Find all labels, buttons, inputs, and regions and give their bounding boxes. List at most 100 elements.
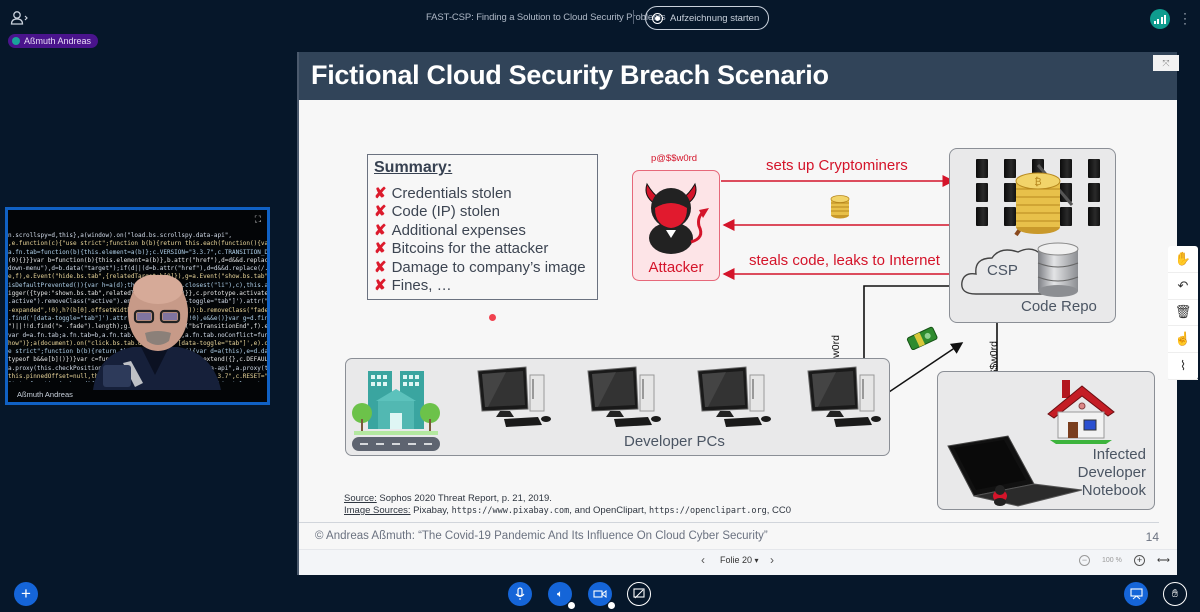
summary-item: ✘Fines, … — [374, 277, 452, 295]
house-icon — [1047, 380, 1115, 444]
attacker-label: Attacker — [648, 259, 704, 276]
csp-label: CSP — [987, 262, 1018, 279]
laptop-icon — [947, 435, 1083, 507]
multi-user-tool-button[interactable]: ☝ — [1168, 326, 1198, 354]
infected-notebook-label: Infected Developer Notebook — [1077, 446, 1146, 499]
summary-list: ✘Credentials stolen✘Code (IP) stolen✘Add… — [374, 185, 591, 295]
database-icon — [1037, 242, 1079, 297]
slide-page-number: 14 — [1145, 530, 1159, 544]
camera-button[interactable] — [588, 582, 616, 610]
user-list-toggle[interactable] — [10, 10, 34, 30]
speaker-icon: 🔈︎ — [557, 588, 563, 600]
desktop-pc-icon — [586, 365, 666, 429]
server-icon — [1088, 183, 1100, 202]
attacker-box: Attacker — [632, 170, 720, 281]
raise-hand-icon: ✋︎ — [1171, 587, 1179, 600]
presentation-slide: Fictional Cloud Security Breach Scenario… — [297, 52, 1179, 575]
expand-icon[interactable]: ⛶ — [254, 214, 261, 224]
raise-hand-button[interactable]: ✋︎ — [1163, 582, 1187, 606]
code-line: a.fn.tab=function(b){this.element=a(b)};… — [8, 248, 268, 256]
slide-fullscreen-button[interactable]: ⤧ — [1153, 55, 1179, 71]
server-icon — [1088, 159, 1100, 178]
whiteboard-tool-button[interactable]: ⌇ — [1168, 353, 1198, 380]
zoom-in-icon[interactable]: + — [1134, 555, 1145, 566]
server-icon — [976, 183, 988, 202]
undo-tool-button[interactable]: ↶ — [1168, 273, 1198, 300]
server-icon — [976, 207, 988, 226]
audio-button[interactable]: 🔈︎ — [548, 582, 576, 610]
webcam-user-name: Aßmuth Andreas — [17, 390, 73, 399]
cross-mark-icon: ✘ — [374, 221, 387, 239]
video-camera-icon — [593, 590, 607, 598]
copyright-footer: © Andreas Aßmuth: “The Covid-19 Pandemic… — [315, 530, 768, 542]
plus-icon: + — [21, 584, 31, 603]
cross-mark-icon: ✘ — [374, 277, 387, 295]
annotation-toolbar: ✋↶ 🗑 ☝ ⌇ — [1168, 246, 1198, 380]
more-options-button[interactable]: ··· — [1182, 7, 1188, 29]
server-icon — [1004, 183, 1016, 202]
fit-width-icon[interactable]: ⟷ — [1157, 555, 1170, 565]
presentation-button[interactable] — [1124, 582, 1148, 606]
summary-item: ✘Code (IP) stolen — [374, 203, 500, 221]
summary-item: ✘Bitcoins for the attacker — [374, 240, 549, 258]
presenter-video-person — [93, 275, 221, 390]
pointer-hand-icon: ☝ — [1174, 331, 1192, 347]
desktop-pc-icon — [806, 365, 886, 429]
office-building-icon — [352, 371, 440, 451]
chevron-down-icon: ▾ — [754, 556, 759, 565]
trash-icon: 🗑 — [1174, 304, 1192, 320]
attacker-password-tag: p@$$w0rd — [651, 153, 698, 164]
zoom-out-icon[interactable]: − — [1079, 555, 1090, 566]
coin-stack-icon — [830, 195, 850, 219]
svg-text:₿: ₿ — [1034, 176, 1041, 188]
user-list-icon — [10, 11, 28, 25]
footer-divider — [299, 522, 1159, 523]
code-repo-label: Code Repo — [1021, 298, 1097, 315]
summary-item: ✘Additional expenses — [374, 221, 526, 239]
audio-options-badge[interactable] — [567, 601, 576, 610]
screen-share-button[interactable] — [627, 582, 651, 606]
zoom-level: 100 % — [1102, 557, 1122, 564]
developer-pcs-label: Developer PCs — [624, 433, 725, 450]
source-citation: Source: Sophos 2020 Threat Report, p. 21… — [344, 493, 792, 516]
openclipart-link[interactable]: https://openclipart.org — [649, 506, 767, 516]
desktop-pc-icon — [476, 365, 556, 429]
clear-tool-button[interactable]: 🗑 — [1168, 300, 1198, 327]
steal-code-label: steals code, leaks to Internet — [749, 252, 940, 269]
money-bundle-icon — [906, 326, 938, 350]
pixabay-link[interactable]: https://www.pixabay.com — [451, 506, 570, 516]
actions-button[interactable]: + — [14, 582, 38, 606]
mute-button[interactable] — [508, 582, 532, 606]
presenter-chip[interactable]: Aßmuth Andreas — [8, 34, 99, 48]
cross-mark-icon: ✘ — [374, 185, 387, 202]
summary-item: ✘Damage to company’s image — [374, 258, 586, 276]
chart-line-icon: ⌇ — [1179, 358, 1187, 374]
connection-status-button[interactable] — [1150, 9, 1170, 29]
more-vertical-icon: ··· — [1183, 6, 1187, 30]
code-line: down-menu"),d=b.data("target");if(d||(d=… — [8, 265, 268, 273]
laser-pointer — [489, 314, 496, 321]
slide-selector[interactable]: Folie 20 ▾ — [720, 555, 759, 565]
chevron-left-icon[interactable]: ‹ — [701, 553, 705, 567]
pan-tool-tool-button[interactable]: ✋ — [1168, 246, 1198, 273]
chevron-right-icon[interactable]: › — [770, 553, 774, 567]
webcam-video[interactable]: n.scrollspy=d,this},a(window).on("load.b… — [5, 207, 270, 405]
code-line: how")};a(document).on("click.bs.tab.data… — [8, 339, 268, 347]
bitcoin-pickaxe-icon: ₿ — [1014, 164, 1074, 237]
cryptominers-label: sets up Cryptominers — [766, 157, 908, 174]
record-icon — [652, 12, 663, 24]
slide-header: Fictional Cloud Security Breach Scenario — [299, 52, 1177, 100]
exfiltration-arrow — [888, 342, 964, 393]
camera-options-badge[interactable] — [607, 601, 616, 610]
server-icon — [1060, 183, 1072, 202]
csp-box: ₿ CSP Code Repo — [949, 148, 1116, 323]
record-label: Aufzeichnung starten — [670, 12, 760, 24]
server-icon — [1060, 159, 1072, 178]
meeting-title: FAST-CSP: Finding a Solution to Cloud Se… — [426, 12, 666, 23]
source-label: Source: — [344, 493, 377, 504]
cross-mark-icon: ✘ — [374, 240, 387, 258]
start-recording-button[interactable]: Aufzeichnung starten — [645, 6, 770, 30]
infected-notebook-box: Infected Developer Notebook — [937, 371, 1155, 510]
summary-box: Summary: ✘Credentials stolen✘Code (IP) s… — [367, 154, 598, 300]
code-line: (0){}}}var b=function(b){this.element=a(… — [8, 256, 268, 264]
